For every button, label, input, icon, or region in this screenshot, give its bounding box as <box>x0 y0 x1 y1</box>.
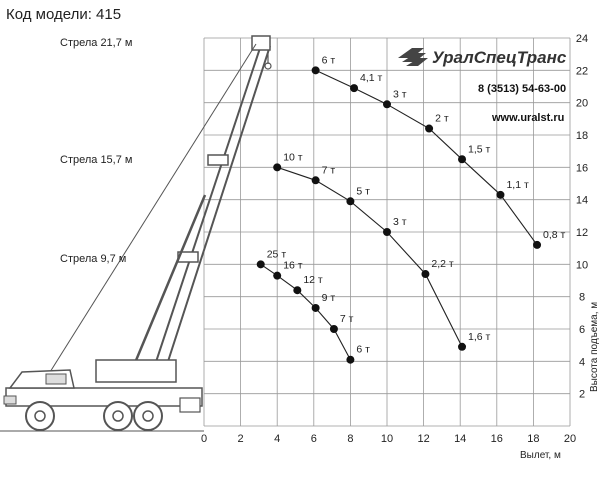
load-point-label: 6 т <box>356 344 370 356</box>
wing-logo-icon <box>398 48 428 66</box>
x-tick-label: 10 <box>381 433 393 445</box>
company-phone: 8 (3513) 54-63-00 <box>478 83 566 95</box>
series-label-boom-15-7: Стрела 15,7 м <box>60 154 132 166</box>
load-point <box>256 260 265 269</box>
x-tick-label: 12 <box>417 433 429 445</box>
load-point <box>383 228 391 236</box>
load-labels: 6 т 4,1 т 3 т 2 т 1,5 т 1,1 т 0,8 т 10 т 7 т 5 т 3… <box>267 54 566 355</box>
wheel-hub <box>34 410 46 422</box>
series-label-boom-9-7: Стрела 9,7 м <box>60 253 126 265</box>
model-code-label: Код модели: 415 <box>6 6 122 23</box>
load-point <box>311 176 320 185</box>
load-point <box>346 197 355 206</box>
y-tick-label: 6 <box>579 324 585 336</box>
y-tick-label: 8 <box>579 292 585 304</box>
load-point <box>273 163 282 172</box>
load-point-label: 25 т <box>267 248 287 260</box>
y-tick-label: 2 <box>579 389 585 401</box>
load-point <box>350 84 359 93</box>
load-point-label: 1,6 т <box>468 331 491 343</box>
load-point <box>458 155 467 164</box>
x-tick-label: 2 <box>238 433 244 445</box>
load-point <box>421 270 430 279</box>
outrigger <box>179 397 201 413</box>
hook <box>264 62 272 70</box>
x-tick-label: 0 <box>201 433 207 445</box>
load-point <box>311 66 320 75</box>
grid <box>203 37 571 427</box>
x-tick-label: 20 <box>564 433 576 445</box>
crane-truck-illustration <box>0 35 272 432</box>
x-tick-label: 14 <box>454 433 466 445</box>
boom-line <box>149 41 263 381</box>
boom-head <box>251 35 271 51</box>
load-point <box>273 271 282 280</box>
load-point <box>346 355 355 364</box>
wheel-hub <box>142 410 154 422</box>
load-point <box>533 240 542 249</box>
load-point <box>425 124 434 133</box>
x-tick-label: 8 <box>347 433 353 445</box>
load-point-label: 9 т <box>322 292 336 304</box>
boom-cylinder <box>130 194 207 371</box>
boom-cable <box>39 43 257 389</box>
load-point <box>329 325 338 333</box>
load-point <box>293 286 302 295</box>
series-label-boom-21-7: Стрела 21,7 м <box>60 37 132 49</box>
load-point-label: 3 т <box>393 216 407 228</box>
company-name: УралСпецТранс <box>432 48 567 67</box>
y-tick-label: 18 <box>576 130 588 142</box>
load-point <box>458 342 467 351</box>
load-curve-series-0 <box>315 69 538 246</box>
load-point-label: 2,2 т <box>431 258 454 270</box>
load-point-label: 10 т <box>283 151 303 163</box>
load-point-label: 4,1 т <box>360 72 383 84</box>
y-tick-label: 24 <box>576 33 588 45</box>
load-point-label: 7 т <box>340 313 354 325</box>
y-tick-label: 22 <box>576 65 588 77</box>
load-point-label: 7 т <box>322 164 336 176</box>
x-tick-label: 6 <box>311 433 317 445</box>
y-tick-label: 14 <box>576 195 588 207</box>
x-tick-label: 4 <box>274 433 280 445</box>
boom-line <box>161 45 271 381</box>
boom-section-joint <box>207 154 229 166</box>
load-point-label: 3 т <box>393 88 407 100</box>
load-curve-series-1 <box>277 166 463 348</box>
y-tick-label: 4 <box>579 356 585 368</box>
y-tick-label: 20 <box>576 98 588 110</box>
load-point-label: 2 т <box>435 113 449 125</box>
load-point-label: 12 т <box>303 274 323 286</box>
y-tick-label: 12 <box>576 227 588 239</box>
cab-window <box>45 373 67 385</box>
load-point-label: 16 т <box>283 260 303 272</box>
load-point <box>383 100 391 109</box>
load-point-label: 1,5 т <box>468 143 491 155</box>
x-axis-label: Вылет, м <box>520 450 561 461</box>
load-point <box>311 303 320 312</box>
x-tick-label: 18 <box>527 433 539 445</box>
load-point-label: 6 т <box>322 54 336 66</box>
bumper <box>3 395 17 405</box>
load-points <box>256 66 542 364</box>
load-point-label: 0,8 т <box>543 229 566 241</box>
load-point <box>496 190 505 199</box>
y-tick-label: 10 <box>576 259 588 271</box>
load-point-label: 1,1 т <box>506 179 529 191</box>
company-site: www.uralst.ru <box>491 112 564 124</box>
operator-cabin <box>95 359 177 383</box>
y-tick-label: 16 <box>576 162 588 174</box>
load-point-label: 5 т <box>356 185 370 197</box>
wheel-hub <box>112 410 124 422</box>
y-axis-label: Высота подъема, м <box>589 302 600 392</box>
x-tick-label: 16 <box>491 433 503 445</box>
